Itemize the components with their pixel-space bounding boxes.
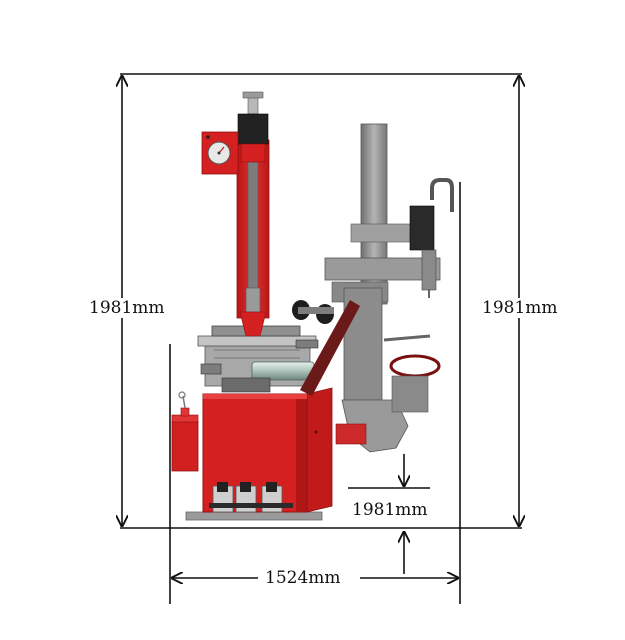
right-height-label: 1981mm	[481, 298, 559, 318]
foot-pedals	[209, 482, 293, 513]
air-hose	[383, 334, 441, 413]
base-plate	[185, 511, 323, 521]
bead-roller	[292, 300, 334, 324]
dimension-lines	[120, 73, 522, 604]
left-height-label: 1981mm	[88, 298, 166, 318]
base-width-label: 1524mm	[264, 568, 342, 588]
press-arm	[300, 287, 409, 453]
column-top-cylinder	[237, 91, 269, 163]
inner-depth-label: 1981mm	[351, 500, 429, 520]
lubricant-bucket	[171, 391, 199, 472]
tilt-column	[236, 139, 270, 337]
pressure-gauge	[201, 131, 239, 175]
air-valve-handle	[409, 178, 454, 298]
tire-changer-machine	[171, 91, 454, 521]
